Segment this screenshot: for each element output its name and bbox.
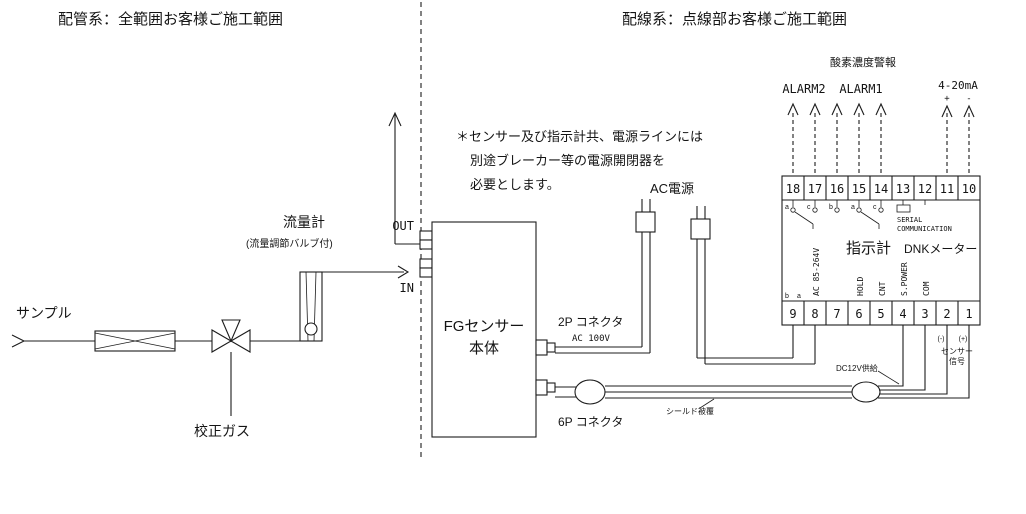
note-line1: ＊センサー及び指示計共、電源ラインには (456, 129, 703, 144)
fg-sensor-box (431, 221, 537, 438)
piping-lines (11, 111, 433, 416)
sample-arrow (11, 334, 26, 348)
terminal-11: 11 (940, 182, 954, 196)
contact-letter-a2: a (851, 204, 855, 211)
left-section-title: 配管系：全範囲お客様ご施工範囲 (58, 10, 283, 28)
alarm1-arrow-3 (875, 102, 887, 116)
serial-label-2: COMMUNICATION (897, 225, 952, 233)
note-line2: 別途ブレーカー等の電源開閉器を (470, 153, 665, 168)
alarm1-contacts (834, 200, 884, 229)
inlet-arrow (397, 265, 410, 279)
ac100v-label: AC 100V (572, 334, 611, 344)
flow-meter-sub-label: (流量調節バルブ付) (246, 237, 333, 250)
signal-plus-label: (+) (959, 336, 968, 343)
output-arrow-plus (941, 104, 953, 118)
output-4-20ma-label: 4-20mA (938, 79, 978, 92)
label-spower: S.POWER (900, 262, 909, 296)
flow-meter-symbol (299, 271, 323, 342)
alarm1-label: ALARM1 (839, 82, 882, 96)
in-port (419, 258, 433, 278)
terminal-8: 8 (811, 307, 818, 321)
ac-wires-meter (696, 239, 816, 365)
label-cnt: CNT (878, 281, 887, 296)
dc12v-label: DC12V供給 (836, 363, 878, 373)
contact-letter-a-bottom: a (797, 293, 801, 300)
terminal-3: 3 (921, 307, 928, 321)
serial-label-1: SERIAL (897, 216, 922, 224)
label-hold: HOLD (856, 277, 865, 296)
terminal-15: 15 (852, 182, 866, 196)
terminal-17: 17 (808, 182, 822, 196)
alarm-header-label: 酸素濃度警報 (830, 55, 896, 69)
sensor-signal-label-2: 信号 (949, 356, 965, 366)
contact-letter-c2: c (873, 204, 877, 211)
connector-2p-label: 2P コネクタ (558, 315, 623, 329)
right-section-title: 配線系：点線部お客様ご施工範囲 (622, 10, 847, 28)
note-line3: 必要とします。 (470, 177, 560, 192)
alarm2-label: ALARM2 (782, 82, 825, 96)
connector-6p-symbol (535, 379, 556, 396)
contact-letter-b-bottom: b (785, 293, 789, 300)
terminal-14: 14 (874, 182, 888, 196)
serial-block (896, 200, 926, 213)
ac-plug-2 (690, 206, 711, 240)
in-label: IN (400, 281, 414, 295)
contact-letter-a: a (785, 204, 789, 211)
alarm1-arrow-1 (831, 102, 843, 116)
shield-label: シールド被覆 (666, 406, 714, 416)
fg-sensor-name: FGセンサー (444, 318, 525, 335)
sensor-signal-label-1: センサー (941, 347, 973, 356)
label-ac-85-264v: AC 85-264V (812, 248, 821, 296)
meter-block: 18 17 16 15 14 13 12 11 10 9 8 7 6 5 4 3… (781, 175, 981, 326)
alarm2-arrow-1 (787, 102, 799, 116)
output-minus-label: - (966, 94, 971, 104)
signal-minus-label: (-) (938, 336, 945, 343)
out-port (419, 230, 433, 250)
alarm2-contacts (790, 200, 818, 229)
terminal-1: 1 (965, 307, 972, 321)
terminal-9: 9 (789, 307, 796, 321)
output-arrow-minus (963, 104, 975, 118)
shield-leader-line (699, 398, 715, 409)
cable-shield-left (574, 379, 606, 405)
ac-power-label: AC電源 (650, 181, 694, 196)
sensor-cable (555, 325, 970, 409)
out-label: OUT (392, 219, 414, 233)
terminal-4: 4 (899, 307, 906, 321)
dc12v-leader-line (877, 370, 900, 385)
terminal-13: 13 (896, 182, 910, 196)
terminal-6: 6 (855, 307, 862, 321)
meter-model-label: DNKメーター (904, 242, 977, 256)
cable-shield-right (851, 381, 881, 403)
sample-label: サンプル (16, 305, 72, 321)
connector-6p-label: 6P コネクタ (558, 415, 623, 429)
terminal-7: 7 (833, 307, 840, 321)
terminal-12: 12 (918, 182, 932, 196)
exhaust-arrow (388, 111, 402, 127)
flow-meter-label: 流量計 (283, 214, 325, 230)
terminal-grid (803, 176, 959, 325)
terminal-2: 2 (943, 307, 950, 321)
indicator-label: 指示計 (846, 240, 891, 257)
valve-symbol (211, 319, 251, 353)
ac-plug-1 (635, 199, 656, 233)
fg-sensor-name2: 本体 (469, 340, 499, 357)
alarm-wiring (787, 102, 975, 176)
alarm1-arrow-2 (853, 102, 865, 116)
label-com: COM (922, 281, 931, 296)
output-plus-label: + (944, 94, 950, 104)
terminal-16: 16 (830, 182, 844, 196)
terminal-18: 18 (786, 182, 800, 196)
filter-symbol (94, 330, 176, 352)
terminal-5: 5 (877, 307, 884, 321)
alarm2-arrow-2 (809, 102, 821, 116)
connector-2p-symbol (535, 339, 556, 356)
contact-letter-b2: b (829, 204, 833, 211)
calibration-gas-label: 校正ガス (194, 423, 250, 439)
contact-letter-c: c (807, 204, 811, 211)
ac-wires-sensor (555, 232, 651, 354)
terminal-10: 10 (962, 182, 976, 196)
